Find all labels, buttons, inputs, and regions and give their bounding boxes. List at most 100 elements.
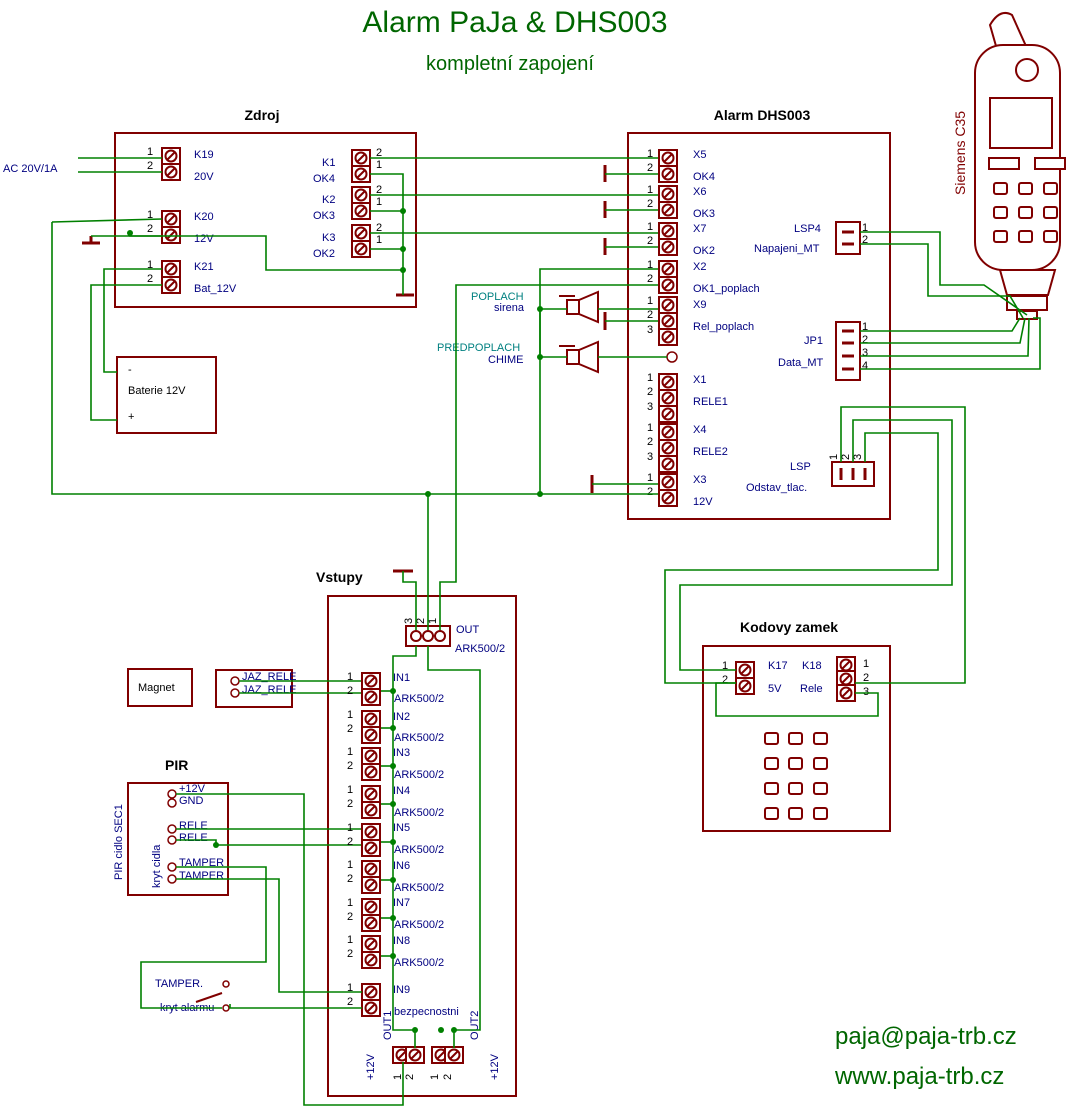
svg-text:1: 1 — [647, 148, 653, 160]
in3-ark: ARK500/2 — [394, 769, 444, 781]
svg-text:2: 2 — [647, 198, 653, 210]
x2-label: X2 — [693, 261, 706, 273]
svg-text:1: 1 — [147, 259, 153, 271]
in1-ark: ARK500/2 — [394, 693, 444, 705]
svg-text:2: 2 — [404, 1074, 416, 1080]
diagram-subtitle: kompletní zapojení — [426, 53, 594, 75]
k21-value: Bat_12V — [194, 283, 237, 295]
in2-label: IN2 — [393, 711, 410, 723]
svg-text:2: 2 — [347, 836, 353, 848]
svg-text:2: 2 — [347, 760, 353, 772]
phone-block: Siemens C35 — [952, 12, 1066, 320]
svg-text:1: 1 — [347, 982, 353, 994]
lsp-sub: Odstav_tlac. — [746, 482, 807, 494]
svg-text:2: 2 — [647, 235, 653, 247]
magnet-block: Magnet JAZ_RELE JAZ_RELE — [127, 668, 296, 708]
wires — [51, 157, 1041, 1106]
in7-ark: ARK500/2 — [394, 919, 444, 931]
svg-text:1: 1 — [647, 372, 653, 384]
vstupy-block: Vstupy 3 2 1 OUT ARK500/2 12 IN9 bezpecn… — [316, 569, 517, 1097]
svg-text:4: 4 — [862, 360, 868, 372]
x4-sub: RELE2 — [693, 446, 728, 458]
svg-text:2: 2 — [347, 948, 353, 960]
jp1-label: JP1 — [804, 335, 823, 347]
x4-label: X4 — [693, 424, 706, 436]
svg-text:2: 2 — [647, 309, 653, 321]
pir-title: PIR — [165, 757, 188, 773]
footer-web: www.paja-trb.cz — [834, 1063, 1004, 1090]
svg-text:1: 1 — [347, 934, 353, 946]
pir-tamper-2: TAMPER — [179, 870, 224, 882]
k21-label: K21 — [194, 261, 214, 273]
k17-value: 5V — [768, 683, 782, 695]
tamper-label: TAMPER. — [155, 978, 203, 990]
svg-text:3: 3 — [852, 454, 864, 460]
vstupy-title: Vstupy — [316, 569, 363, 585]
in5-label: IN5 — [393, 822, 410, 834]
x3-label: X3 — [693, 474, 706, 486]
out1-12v: +12V — [365, 1053, 377, 1080]
svg-text:1: 1 — [429, 1074, 441, 1080]
svg-text:1: 1 — [347, 897, 353, 909]
in2-ark: ARK500/2 — [394, 732, 444, 744]
svg-text:1: 1 — [376, 159, 382, 171]
in8-label: IN8 — [393, 935, 410, 947]
x6-label: X6 — [693, 186, 706, 198]
footer-email: paja@paja-trb.cz — [835, 1023, 1017, 1050]
svg-text:2: 2 — [376, 147, 382, 159]
in-labels: IN1 ARK500/2 IN2 ARK500/2 IN3 ARK500/2 I… — [393, 672, 444, 969]
pir-tamper-1: TAMPER — [179, 857, 224, 869]
svg-text:1: 1 — [647, 472, 653, 484]
in8-ark: ARK500/2 — [394, 957, 444, 969]
in4-label: IN4 — [393, 785, 410, 797]
svg-text:2: 2 — [347, 685, 353, 697]
svg-text:1: 1 — [647, 221, 653, 233]
svg-text:3: 3 — [647, 451, 653, 463]
svg-text:2: 2 — [722, 674, 728, 686]
magnet-label: Magnet — [138, 682, 175, 694]
zdroj-block: Zdroj AC 20V/1A 12 K19 20V 12 K20 12V 12… — [3, 107, 417, 308]
in5-ark: ARK500/2 — [394, 844, 444, 856]
svg-text:2: 2 — [347, 911, 353, 923]
jaz-rele-1: JAZ_RELE — [242, 671, 296, 683]
pir-12v: +12V — [179, 783, 206, 795]
lsp4-label: LSP4 — [794, 223, 821, 235]
k1-label: K1 — [322, 157, 335, 169]
pir-block: PIR PIR cidlo SEC1 +12V GND RELE RELE TA… — [113, 757, 229, 896]
in6-label: IN6 — [393, 860, 410, 872]
alarm-block: Alarm DHS003 12 12 12 12 123 123 123 12 … — [437, 107, 891, 520]
svg-text:3: 3 — [647, 401, 653, 413]
svg-text:2: 2 — [862, 234, 868, 246]
svg-text:2: 2 — [347, 798, 353, 810]
svg-text:1: 1 — [647, 295, 653, 307]
svg-text:1: 1 — [347, 822, 353, 834]
out2-label: OUT2 — [469, 1011, 481, 1040]
sirena-label: sirena — [494, 302, 525, 314]
x2-sub: OK1_poplach — [693, 283, 760, 295]
out2-12v: +12V — [489, 1053, 501, 1080]
svg-text:2: 2 — [347, 873, 353, 885]
svg-text:1: 1 — [862, 222, 868, 234]
svg-text:1: 1 — [863, 658, 869, 670]
ac-label: AC 20V/1A — [3, 163, 58, 175]
x9-label: X9 — [693, 299, 706, 311]
battery-label: Baterie 12V — [128, 385, 186, 397]
ok4-label: OK4 — [313, 173, 335, 185]
svg-text:2: 2 — [147, 223, 153, 235]
k19-value: 20V — [194, 171, 214, 183]
svg-text:2: 2 — [147, 160, 153, 172]
svg-text:1: 1 — [376, 234, 382, 246]
k18-label: K18 — [802, 660, 822, 672]
svg-text:3: 3 — [403, 618, 415, 624]
svg-text:1: 1 — [347, 671, 353, 683]
in1-label: IN1 — [393, 672, 410, 684]
x6-sub: OK3 — [693, 208, 715, 220]
svg-text:2: 2 — [647, 273, 653, 285]
k17-label: K17 — [768, 660, 788, 672]
bezp-label: bezpecnostni — [394, 1006, 459, 1018]
svg-text:1: 1 — [427, 618, 439, 624]
in4-ark: ARK500/2 — [394, 807, 444, 819]
k20-value: 12V — [194, 233, 214, 245]
in3-label: IN3 — [393, 747, 410, 759]
